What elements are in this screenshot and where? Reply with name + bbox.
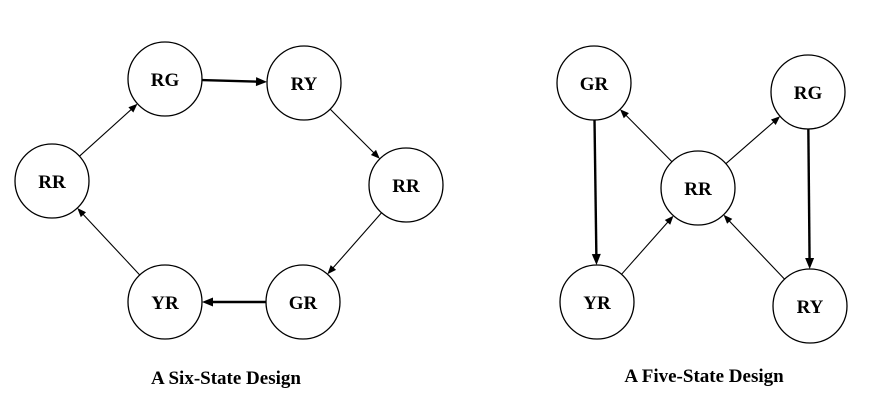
state-circle bbox=[127, 41, 203, 117]
state-circle bbox=[266, 45, 342, 121]
transition-arrow bbox=[591, 119, 601, 265]
five-state-diagram: GR RG RR YR RY A Five-State Design bbox=[556, 45, 848, 387]
arrowhead bbox=[771, 116, 781, 125]
state-circle bbox=[368, 147, 444, 223]
state-circle bbox=[772, 268, 848, 344]
arrowhead bbox=[591, 253, 601, 265]
arrowhead bbox=[723, 214, 733, 224]
arrowhead bbox=[128, 103, 138, 113]
state-label: RG bbox=[151, 70, 180, 91]
state-label: RY bbox=[797, 297, 824, 318]
state-circle bbox=[660, 150, 736, 226]
transition-arrow bbox=[620, 109, 673, 163]
transition-arrow bbox=[79, 103, 138, 157]
arrowhead bbox=[620, 109, 629, 119]
arrowhead bbox=[77, 208, 86, 218]
state-label: RR bbox=[392, 176, 420, 197]
state-node: RY bbox=[266, 45, 342, 121]
transition-arrow bbox=[805, 128, 815, 269]
transition-arrow bbox=[327, 212, 382, 275]
state-node: RG bbox=[770, 54, 846, 130]
transition-arrow bbox=[723, 214, 785, 280]
state-label: GR bbox=[580, 74, 609, 95]
transition-arrow bbox=[77, 208, 141, 276]
state-label: RG bbox=[794, 83, 823, 104]
arrowhead bbox=[805, 258, 815, 269]
six-state-caption: A Six-State Design bbox=[151, 368, 301, 389]
state-circle bbox=[556, 45, 632, 121]
state-label: RY bbox=[291, 74, 318, 95]
five-state-nodes: GR RG RR YR RY bbox=[556, 45, 848, 344]
six-state-edges bbox=[77, 77, 382, 307]
state-node: YR bbox=[127, 264, 203, 340]
state-node: RR bbox=[368, 147, 444, 223]
state-label: RR bbox=[38, 172, 66, 193]
arrowhead bbox=[255, 77, 267, 87]
state-node: GR bbox=[265, 264, 341, 340]
transition-arrow bbox=[621, 215, 674, 275]
state-label: YR bbox=[583, 293, 611, 314]
state-circle bbox=[127, 264, 203, 340]
state-node: GR bbox=[556, 45, 632, 121]
six-state-diagram: RR RG RY RR GR YR A Six-State Design bbox=[14, 41, 444, 389]
five-state-caption: A Five-State Design bbox=[624, 366, 784, 387]
state-label: GR bbox=[289, 293, 318, 314]
state-node: RY bbox=[772, 268, 848, 344]
state-circle bbox=[559, 264, 635, 340]
state-circle bbox=[265, 264, 341, 340]
arrowhead bbox=[370, 149, 380, 159]
arrowhead bbox=[327, 265, 337, 275]
arrowhead bbox=[664, 215, 674, 225]
state-node: RR bbox=[14, 143, 90, 219]
arrowhead bbox=[202, 297, 213, 307]
transition-arrow bbox=[201, 77, 267, 87]
state-node: RG bbox=[127, 41, 203, 117]
state-circle bbox=[770, 54, 846, 130]
state-node: RR bbox=[660, 150, 736, 226]
state-label: RR bbox=[684, 179, 712, 200]
transition-arrow bbox=[202, 297, 266, 307]
state-node: YR bbox=[559, 264, 635, 340]
state-label: YR bbox=[151, 293, 179, 314]
transition-arrow bbox=[329, 108, 380, 159]
five-state-edges bbox=[591, 109, 815, 280]
transition-arrow bbox=[725, 116, 781, 165]
state-circle bbox=[14, 143, 90, 219]
six-state-nodes: RR RG RY RR GR YR bbox=[14, 41, 444, 340]
